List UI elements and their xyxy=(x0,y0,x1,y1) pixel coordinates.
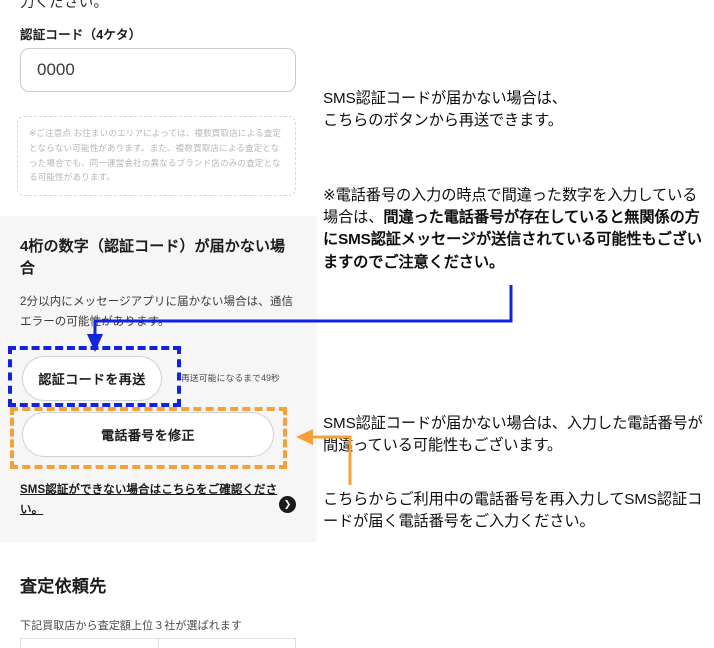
annotation-resend-note: SMS認証コードが届かない場合は、 こちらのボタンから再送できます。 xyxy=(323,90,567,130)
shop-table-cell xyxy=(159,639,296,648)
annotation-reenter-note: こちらからご利用中の電話番号を再入力してSMS認証コードが届く電話番号をご入力く… xyxy=(323,491,703,531)
resend-timer-text: 再送可能になるまで49秒 xyxy=(181,373,280,383)
assessment-section-title: 査定依頼先 xyxy=(20,577,107,596)
annotation-warning-bold: 間違った電話番号が存在していると無関係の方にSMS認証メッセージが送信されている… xyxy=(323,209,702,271)
verification-code-input[interactable] xyxy=(20,48,296,92)
verification-code-label: 認証コード（4ケタ） xyxy=(20,28,142,42)
annotation-wrong-number-note: SMS認証コードが届かない場合は、入力した電話番号が間違っている可能性もございま… xyxy=(323,415,703,455)
help-section-description: 2分以内にメッセージアプリに届かない場合は、通信エラーの可能性があります。 xyxy=(20,296,294,329)
sms-help-link[interactable]: SMS認証ができない場合はこちらをご確認ください。 xyxy=(20,484,278,516)
chevron-right-icon[interactable]: ❯ xyxy=(279,496,296,513)
mobile-screenshot-column: 力ください。 認証コード（4ケタ） ※ご注意点 お住まいのエリアによっては、複数… xyxy=(0,0,317,648)
assessment-notice-box: ※ご注意点 お住まいのエリアによっては、複数買取店による査定とならない可能性があ… xyxy=(17,116,296,197)
annotation-warning-note: ※電話番号の入力の時点で間違った数字を入力している場合は、間違った電話番号が存在… xyxy=(323,185,708,274)
cut-off-instruction-text: 力ください。 xyxy=(20,0,109,11)
assessment-section-subtitle: 下記買取店から査定額上位３社が選ばれます xyxy=(20,620,242,632)
edit-phone-number-button[interactable]: 電話番号を修正 xyxy=(22,412,274,457)
shop-table xyxy=(20,638,296,648)
resend-code-button[interactable]: 認証コードを再送 xyxy=(22,356,162,401)
annotation-warning-plain: ※電話番号の入力の時点で間違った数字を入力している場合は、 xyxy=(323,187,698,227)
code-not-received-section: 4桁の数字（認証コード）が届かない場合 2分以内にメッセージアプリに届かない場合… xyxy=(0,216,317,542)
shop-table-cell xyxy=(21,639,159,648)
help-section-title: 4桁の数字（認証コード）が届かない場合 xyxy=(20,238,286,277)
